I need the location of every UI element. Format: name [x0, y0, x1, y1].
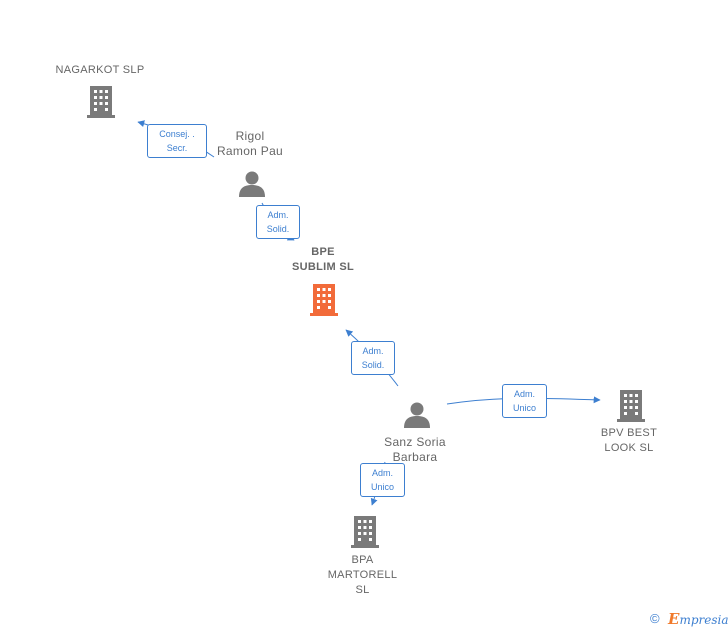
brand-name: mpresia — [679, 613, 728, 627]
copyright-icon: © — [650, 611, 660, 626]
company-label-nagarkot[interactable]: NAGARKOT SLP — [55, 64, 145, 76]
edge-label-adm-unico-bpv: Adm. Unico — [502, 384, 547, 418]
edge-label-adm-unico-bpa: Adm. Unico — [360, 463, 405, 497]
empresia-logo[interactable]: Empresia — [668, 610, 728, 628]
building-icon[interactable] — [87, 86, 115, 118]
edge-label-adm-solid-rigol: Adm. Solid. — [256, 205, 300, 239]
person-label-sanz-soria[interactable]: Sanz Soria Barbara — [384, 435, 446, 464]
company-label-bpe-sublim[interactable]: BPE SUBLIM SL — [292, 246, 354, 273]
building-icon[interactable] — [617, 390, 645, 422]
building-icon[interactable] — [351, 516, 379, 548]
building-icon[interactable] — [310, 284, 338, 316]
person-icon[interactable] — [239, 171, 265, 198]
company-label-bpa-martorell[interactable]: BPA MARTORELL SL — [327, 554, 398, 596]
edge-label-adm-solid-sanz: Adm. Solid. — [351, 341, 395, 375]
person-icon[interactable] — [404, 402, 430, 429]
brand-initial: E — [668, 610, 680, 628]
edge-label-consej-secr: Consej. . Secr. — [147, 124, 207, 158]
person-label-rigol[interactable]: Rigol Ramon Pau — [216, 129, 284, 158]
company-label-bpv-best-look[interactable]: BPV BEST LOOK SL — [600, 427, 658, 454]
